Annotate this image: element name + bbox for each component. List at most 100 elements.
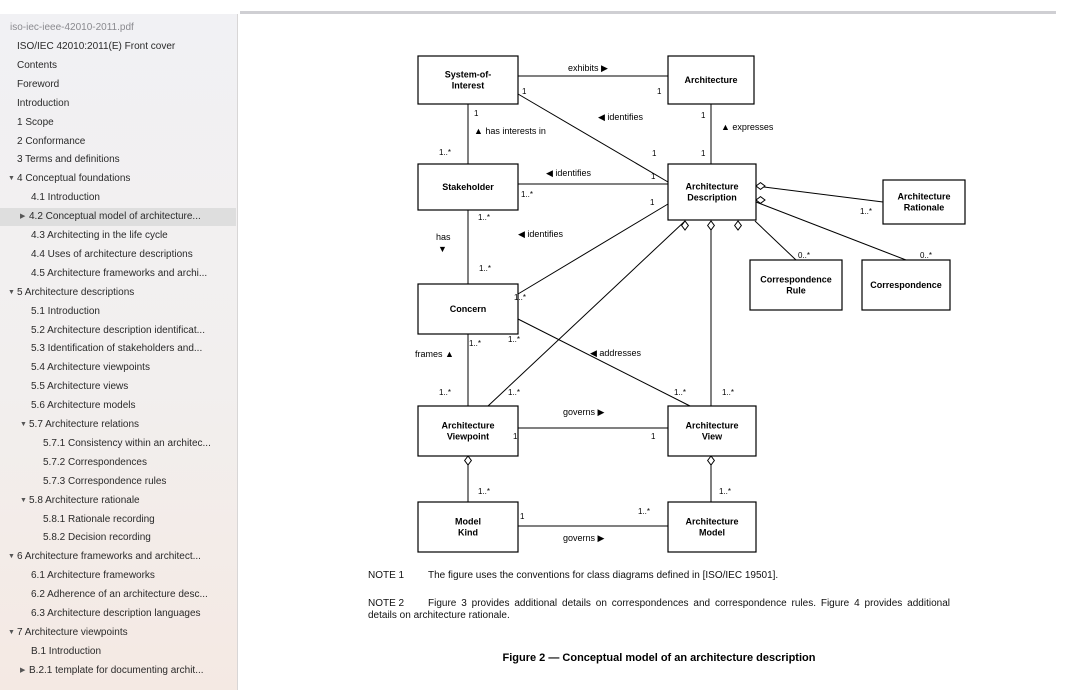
- multiplicity-label: 1..*: [514, 293, 526, 302]
- toc-item[interactable]: 5.2 Architecture description identificat…: [0, 322, 236, 340]
- toc-item-label: 2 Conformance: [17, 135, 86, 147]
- toc-item[interactable]: 6.3 Architecture description languages: [0, 605, 236, 623]
- toc-item-label: 5.7.3 Correspondence rules: [43, 475, 167, 487]
- diagram-connectors: [464, 75, 907, 527]
- toc-item[interactable]: 5.3 Identification of stakeholders and..…: [0, 340, 236, 358]
- toc-item[interactable]: 5.8.1 Rationale recording: [0, 511, 236, 529]
- toc-item-label: 4.3 Architecting in the life cycle: [31, 230, 168, 241]
- multiplicity-label: 1..*: [674, 388, 686, 397]
- toc-item[interactable]: 6.1 Architecture frameworks: [0, 567, 236, 585]
- multiplicity-label: 1..*: [719, 487, 731, 496]
- governs-label: governs ▶: [563, 533, 605, 543]
- toc-item[interactable]: 4.1 Introduction: [0, 189, 236, 207]
- page-top-divider: [240, 11, 1056, 14]
- toc-item-label: 6.2 Adherence of an architecture desc...: [31, 589, 208, 601]
- correspondence-rule-label: Correspondence: [760, 275, 832, 285]
- multiplicity-label: 1: [650, 198, 655, 207]
- toc-item[interactable]: ▶4.2 Conceptual model of architecture...: [0, 208, 236, 227]
- viewpoint-ad-connector: [487, 220, 686, 407]
- toc-item[interactable]: Foreword: [0, 76, 236, 94]
- multiplicity-label: 1: [513, 432, 518, 441]
- toc-item[interactable]: ISO/IEC 42010:2011(E) Front cover: [0, 38, 236, 56]
- toc-item[interactable]: ▼5.8 Architecture rationale: [0, 492, 236, 510]
- correspondence-rule-box: [749, 259, 843, 311]
- diagram-labels: System-of-InterestArchitectureStakeholde…: [415, 63, 951, 543]
- toc-item[interactable]: 4.3 Architecting in the life cycle: [0, 227, 236, 245]
- toc-item[interactable]: ▼6 Architecture frameworks and architect…: [0, 548, 236, 566]
- toc-item[interactable]: 5.4 Architecture viewpoints: [0, 359, 236, 377]
- architecture-viewpoint-label: Architecture: [441, 421, 494, 431]
- toc-item-label: 6.3 Architecture description languages: [31, 608, 201, 619]
- conceptual-model-diagram: System-of-InterestArchitectureStakeholde…: [415, 55, 966, 553]
- toc-item-label: 5.8.1 Rationale recording: [43, 513, 155, 525]
- toc-item-label: 5.5 Architecture views: [31, 381, 129, 393]
- disclosure-collapsed-icon[interactable]: ▶: [20, 213, 26, 221]
- toc-item[interactable]: ▼5.7 Architecture relations: [0, 416, 236, 434]
- toc-item[interactable]: 5.7.3 Correspondence rules: [0, 473, 236, 491]
- toc-item-label: Foreword: [17, 78, 60, 90]
- toc-item[interactable]: 5.1 Introduction: [0, 303, 236, 321]
- sidebar-outline[interactable]: iso-iec-ieee-42010-2011.pdf ISO/IEC 4201…: [0, 14, 238, 690]
- toc-item[interactable]: ▼4 Conceptual foundations: [0, 170, 236, 188]
- toc-item-label: 5.8 Architecture rationale: [29, 494, 140, 506]
- toc-item-label: 5.7.2 Correspondences: [43, 456, 147, 468]
- model-kind-box: [417, 501, 519, 553]
- disclosure-expanded-icon[interactable]: ▼: [8, 175, 15, 183]
- toc-item[interactable]: 5.6 Architecture models: [0, 397, 236, 415]
- soi-ad-connector: [517, 93, 669, 183]
- exhibits-label: exhibits ▶: [568, 63, 608, 73]
- multiplicity-label: 1: [701, 111, 706, 120]
- toc-item[interactable]: ▼7 Architecture viewpoints: [0, 624, 236, 642]
- stakeholder-box: [417, 163, 519, 211]
- aggregation-diamond: [755, 182, 766, 190]
- window-top-bar: [0, 0, 1080, 12]
- toc-item[interactable]: 6.2 Adherence of an architecture desc...: [0, 586, 236, 604]
- disclosure-collapsed-icon[interactable]: ▶: [20, 666, 26, 674]
- toc-item[interactable]: ▼5 Architecture descriptions: [0, 284, 236, 302]
- architecture-viewpoint-label: Viewpoint: [447, 432, 489, 442]
- multiplicity-label: 1..*: [521, 190, 533, 199]
- model-kind-label: Kind: [458, 528, 478, 538]
- toc-item[interactable]: 5.7.2 Correspondences: [0, 454, 236, 472]
- toc-item-label: 6 Architecture frameworks and architect.…: [17, 551, 201, 563]
- architecture-rationale-label: Rationale: [904, 203, 945, 213]
- ad-correspondence-rule-connector: [754, 220, 797, 261]
- disclosure-expanded-icon[interactable]: ▼: [20, 496, 27, 504]
- multiplicity-label: 1..*: [508, 335, 520, 344]
- disclosure-expanded-icon[interactable]: ▼: [8, 628, 15, 636]
- toc-item[interactable]: Introduction: [0, 95, 236, 113]
- multiplicity-label: 1: [474, 109, 479, 118]
- toc-item-label: 5.4 Architecture viewpoints: [31, 362, 150, 374]
- architecture-description-label: Description: [687, 193, 737, 203]
- toc-item[interactable]: 4.5 Architecture frameworks and archi...: [0, 265, 236, 283]
- toc-item[interactable]: 2 Conformance: [0, 133, 236, 151]
- toc-item[interactable]: 1 Scope: [0, 114, 236, 132]
- toc-item[interactable]: 5.7.1 Consistency within an architec...: [0, 435, 236, 453]
- aggregation-diamond: [707, 455, 715, 466]
- ad-rationale-connector: [755, 185, 884, 203]
- has-arrow-icon: ▼: [438, 244, 447, 254]
- toc-item[interactable]: 5.8.2 Decision recording: [0, 529, 236, 547]
- toc-item[interactable]: Contents: [0, 57, 236, 75]
- toc-item[interactable]: 3 Terms and definitions: [0, 151, 236, 169]
- toc-item[interactable]: 4.4 Uses of architecture descriptions: [0, 246, 236, 264]
- toc-item[interactable]: ▶B.2.1 template for documenting archit..…: [0, 662, 236, 680]
- note-2-text: Figure 3 provides additional details on …: [368, 598, 950, 621]
- aggregation-diamond: [464, 455, 472, 466]
- toc-item-label: 5.2 Architecture description identificat…: [31, 324, 205, 336]
- toc-item-label: 5.7.1 Consistency within an architec...: [43, 437, 211, 449]
- concern-view-connector: [517, 318, 691, 407]
- toc-item-label: 5.6 Architecture models: [31, 400, 136, 412]
- architecture-model-label: Architecture: [685, 517, 738, 527]
- multiplicity-label: 1..*: [508, 388, 520, 397]
- toc-item[interactable]: B.1 Introduction: [0, 643, 236, 661]
- disclosure-expanded-icon[interactable]: ▼: [8, 288, 15, 296]
- toc-item[interactable]: 5.5 Architecture views: [0, 378, 236, 396]
- multiplicity-label: 1: [701, 149, 706, 158]
- stakeholder-label: Stakeholder: [442, 182, 494, 192]
- identifies-label: ◀ identifies: [546, 168, 591, 178]
- disclosure-expanded-icon[interactable]: ▼: [8, 553, 15, 561]
- disclosure-expanded-icon[interactable]: ▼: [20, 421, 27, 428]
- architecture-view-box: [667, 405, 757, 457]
